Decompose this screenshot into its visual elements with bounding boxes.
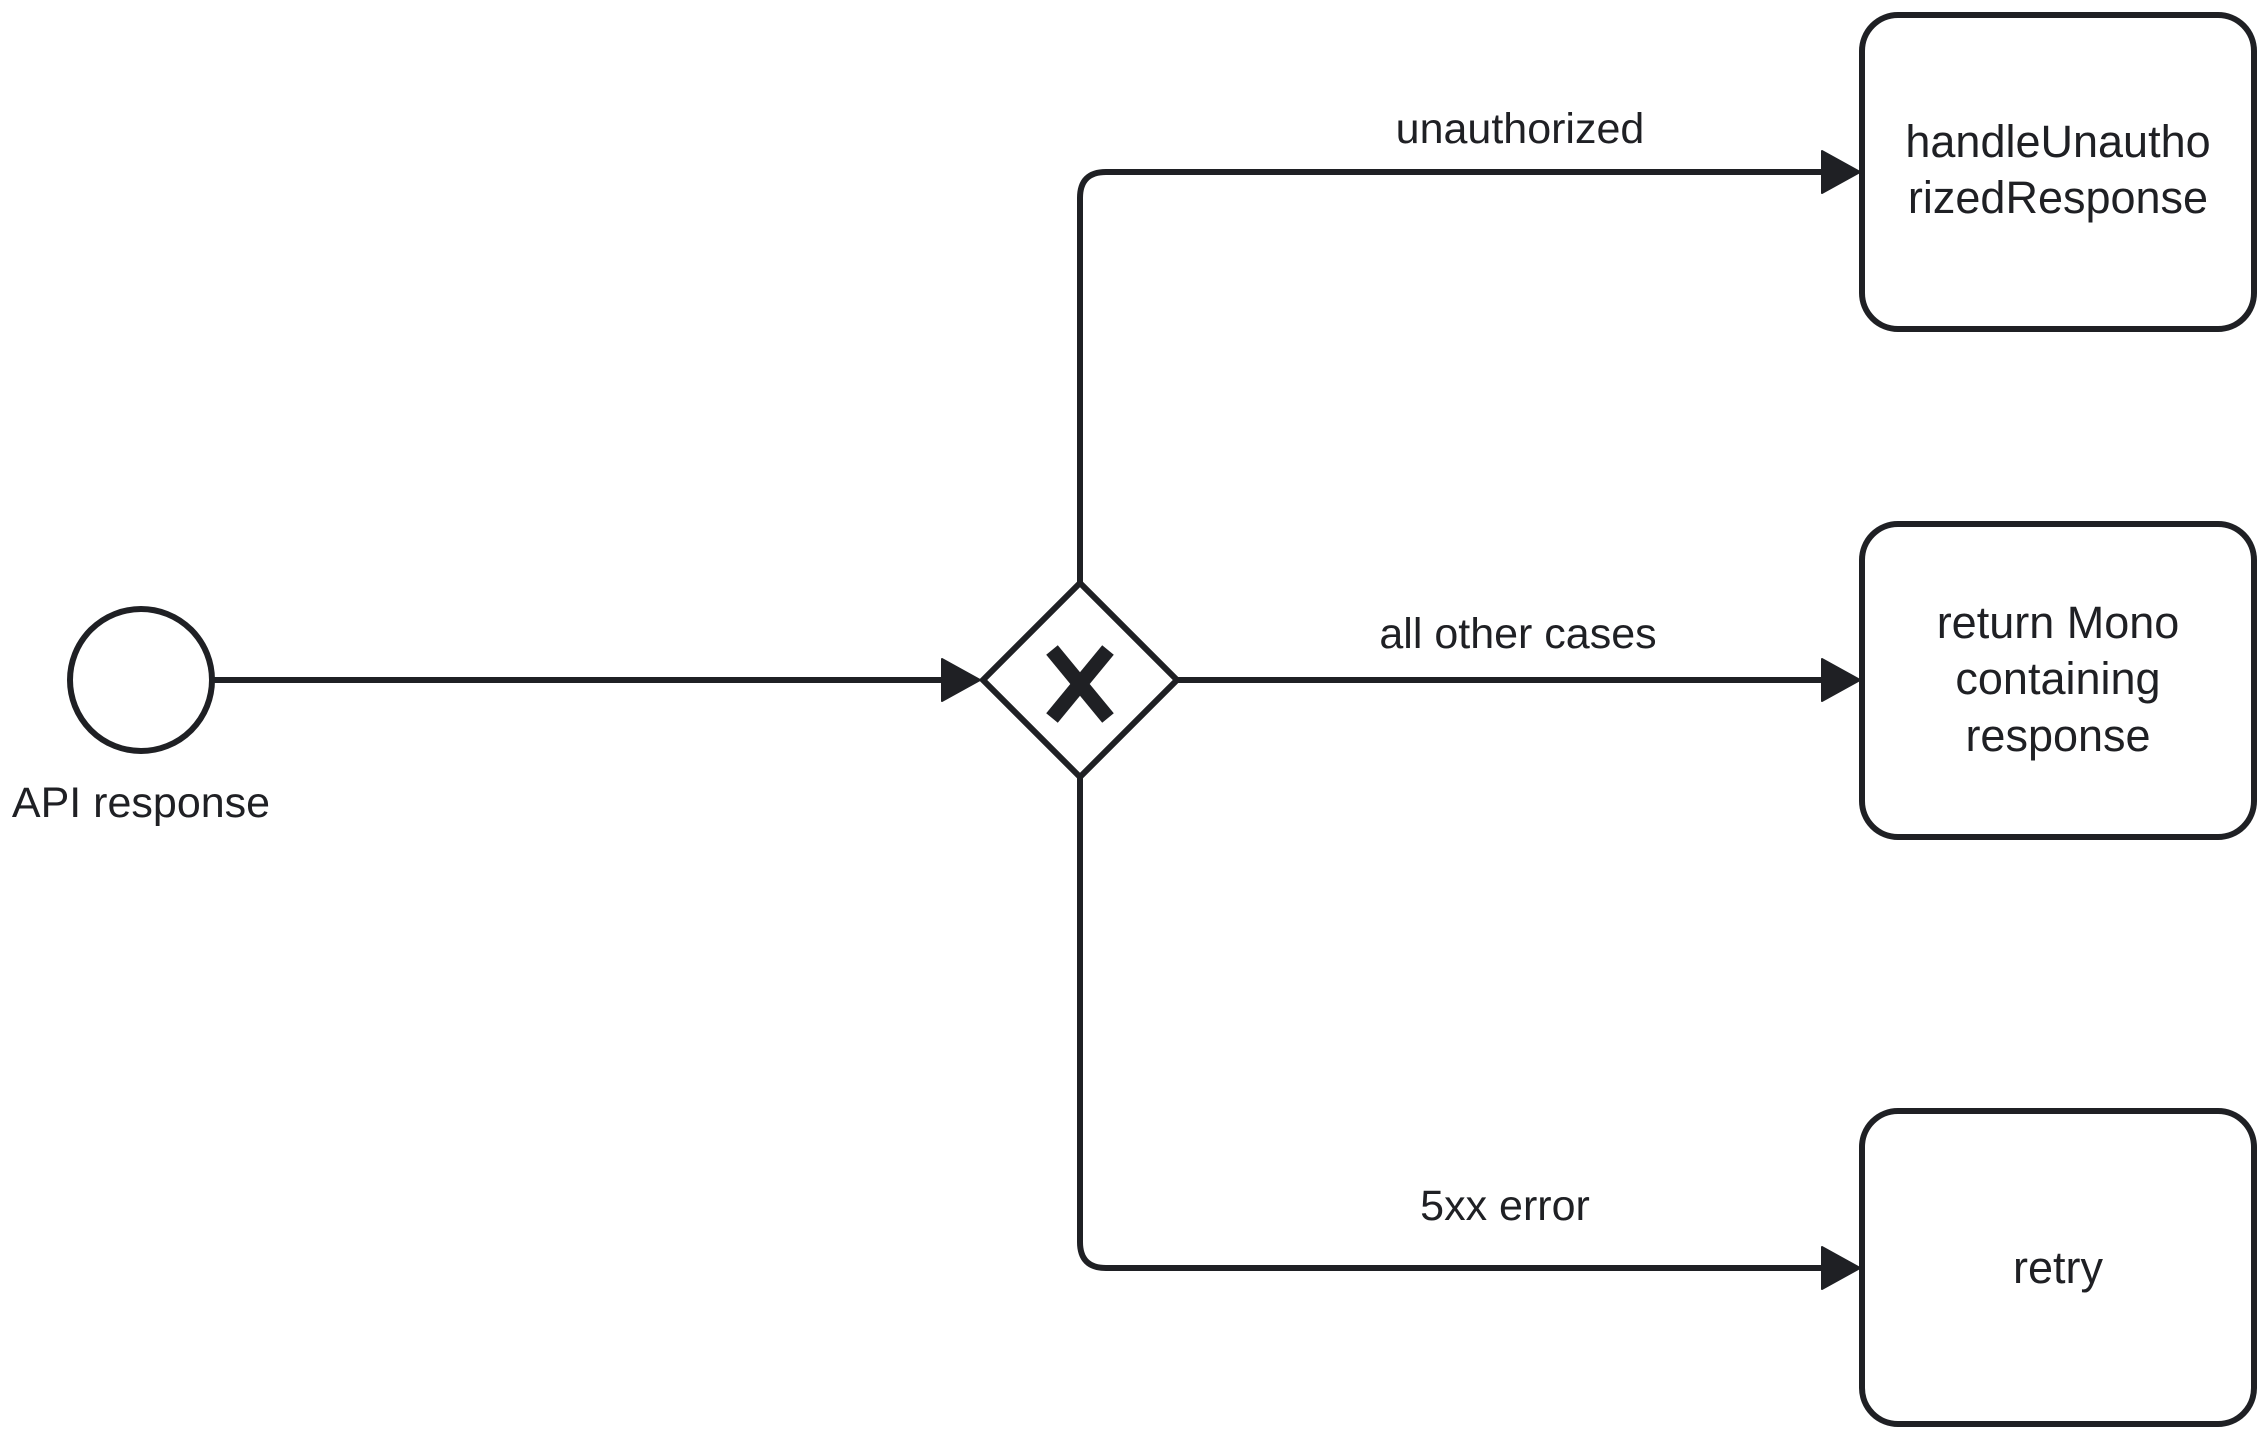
- flow-unauthorized[interactable]: [1077, 169, 1833, 586]
- task-handle-unauthorized-response[interactable]: handleUnautho rizedResponse: [1859, 12, 2257, 332]
- flow-label-all-other-cases: all other cases: [1379, 610, 1656, 658]
- task-box-retry[interactable]: [1859, 1108, 2257, 1427]
- arrowhead-start-to-gateway: [941, 658, 981, 702]
- task-label-retry: retry: [2013, 1242, 2104, 1293]
- task-label-return-mono-line-2: containing: [1955, 653, 2160, 704]
- flow-5xx-error[interactable]: [1077, 774, 1833, 1271]
- start-event-circle[interactable]: [67, 606, 215, 754]
- arrowhead-all-other-cases: [1821, 658, 1861, 702]
- task-box-return-mono[interactable]: [1859, 521, 2257, 840]
- start-event[interactable]: API response: [12, 606, 270, 827]
- arrowhead-5xx-error: [1821, 1246, 1861, 1290]
- exclusive-gateway[interactable]: [978, 578, 1182, 782]
- task-box-handle-unauthorized[interactable]: [1859, 12, 2257, 332]
- task-label-return-mono-line-1: return Mono: [1937, 597, 2180, 648]
- gateway-x-icon: [1046, 645, 1114, 723]
- arrowhead-unauthorized: [1821, 150, 1861, 194]
- task-retry[interactable]: retry: [1859, 1108, 2257, 1427]
- flow-label-unauthorized: unauthorized: [1396, 105, 1645, 153]
- sequence-flows: [209, 150, 1861, 1290]
- task-label-handle-unauthorized-line-1: handleUnautho: [1905, 116, 2210, 167]
- flow-label-5xx-error: 5xx error: [1420, 1182, 1590, 1230]
- task-label-handle-unauthorized-line-2: rizedResponse: [1908, 172, 2208, 223]
- start-event-label: API response: [12, 779, 270, 827]
- task-label-return-mono-line-3: response: [1965, 710, 2150, 761]
- task-return-mono-containing-response[interactable]: return Mono containing response: [1859, 521, 2257, 840]
